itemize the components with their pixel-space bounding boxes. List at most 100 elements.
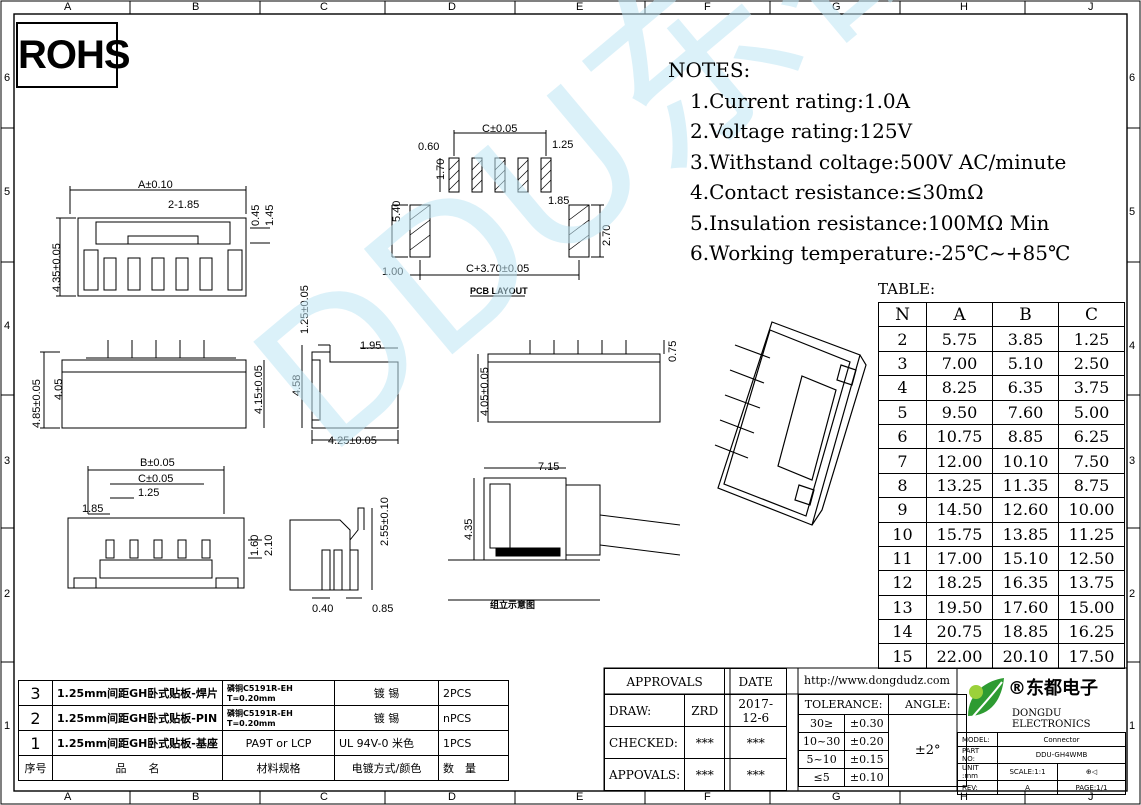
- grid-col-h-bottom: H: [960, 791, 968, 803]
- table-cell: 5.00: [1058, 399, 1125, 425]
- part-no-label: PART NO:: [957, 746, 998, 764]
- table-cell: 11.35: [992, 472, 1059, 499]
- table-cell: 9.50: [926, 399, 993, 425]
- table-cell: 12.60: [992, 497, 1059, 523]
- grid-row-5-right: 5: [1129, 206, 1136, 218]
- table-cell: 8.75: [1058, 472, 1125, 499]
- grid-col-a: A: [64, 1, 72, 13]
- top-view: [56, 186, 270, 297]
- table-cell: 4: [878, 375, 927, 401]
- notes-title: NOTES:: [668, 58, 751, 82]
- bom-material: 磷铜C5191R-EH T=0.20mm: [222, 705, 335, 731]
- inner-frame: [13, 13, 1128, 792]
- leaf-logo-icon: [968, 678, 1004, 721]
- table-cell: 5.75: [926, 326, 993, 352]
- grid-row-6: 6: [4, 72, 11, 84]
- bom-index: 2: [18, 705, 53, 731]
- notes-block: NOTES: 1.Current rating:1.0A 2.Voltage r…: [668, 55, 1070, 269]
- note-item: 6.Working temperature:-25℃~+85℃: [690, 241, 1071, 265]
- table-cell: 17.00: [926, 545, 993, 572]
- approval-name: ***: [684, 726, 726, 759]
- grid-row-6-right: 6: [1129, 72, 1136, 84]
- grid-col-h: H: [960, 1, 968, 13]
- tolerance-value: ±0.15: [844, 750, 890, 769]
- assembly-view: [448, 467, 681, 601]
- table-cell: 11.25: [1058, 521, 1125, 547]
- pin-section-view: [289, 507, 373, 599]
- bom-material: PA9T or LCP: [222, 730, 335, 756]
- back-view: [477, 340, 665, 423]
- grid-col-j-bottom: J: [1088, 791, 1094, 803]
- model-value: Connector: [997, 732, 1126, 747]
- table-cell: 13: [878, 594, 927, 621]
- grid-col-d: D: [448, 1, 456, 13]
- tolerance-title: TOLERANCE:: [797, 694, 890, 715]
- model-label: MODEL:: [957, 732, 998, 747]
- note-item: 4.Contact resistance:≤30mΩ: [690, 180, 984, 204]
- table-cell: 16.25: [1058, 619, 1125, 645]
- pcb-pad: [494, 157, 506, 193]
- tolerance-range: 30≥: [797, 714, 846, 733]
- company-name-en: DONGDU ELECTRONICS: [1012, 708, 1091, 730]
- dim-pin-085: 0.85: [372, 603, 393, 615]
- table-cell: 5.10: [992, 350, 1059, 377]
- dim-top-435: 4.35±0.05: [51, 243, 63, 292]
- approval-date: 2017-12-6: [724, 694, 788, 727]
- table-cell: 15.00: [1058, 594, 1125, 621]
- approval-date: ***: [724, 726, 788, 759]
- pcb-pad: [471, 157, 483, 193]
- dim-pcb-540: 5.40: [391, 201, 403, 222]
- company-url: http://www.dongdudz.com: [804, 674, 950, 687]
- note-item: 1.Current rating:1.0A: [690, 88, 911, 113]
- dim-asm-435: 4.35: [463, 519, 475, 540]
- isometric-view: [714, 321, 867, 526]
- table-cell: 22.00: [926, 643, 993, 669]
- grid-col-f: F: [704, 1, 711, 13]
- grid-col-f-bottom: F: [704, 791, 711, 803]
- tolerance-range: ≤5: [797, 768, 846, 787]
- housing-slot: [95, 221, 231, 245]
- table-cell: 18.85: [992, 619, 1059, 645]
- col-a-header: A: [926, 301, 993, 328]
- table-cell: 8: [878, 472, 927, 499]
- bom-index: 3: [18, 680, 53, 706]
- note-item: 2.Voltage rating:125V: [690, 119, 913, 143]
- col-c-header: C: [1058, 301, 1125, 328]
- dim-top-045: 0.45: [250, 205, 262, 226]
- dim-pin-040: 0.40: [312, 603, 333, 615]
- bottom-view: [67, 466, 262, 589]
- angle-label: ANGLE:: [888, 694, 968, 715]
- pcb-mount-pad-left: [409, 204, 431, 258]
- table-cell: 8.85: [992, 423, 1059, 450]
- pcb-layout-title: PCB LAYOUT: [470, 286, 528, 296]
- bottom-body: [67, 517, 245, 589]
- table-cell: 10.75: [926, 423, 993, 450]
- dim-top-2185: 2-1.85: [168, 199, 199, 211]
- table-header-row: N A B C: [878, 301, 1125, 328]
- front-body: [61, 359, 247, 429]
- table-cell: 6.35: [992, 375, 1059, 401]
- page-label: PAGE:1/1: [1057, 780, 1126, 795]
- approval-role: APPOVALS:: [603, 758, 686, 791]
- tolerance-value: ±0.20: [844, 732, 890, 751]
- grid-row-5: 5: [4, 186, 11, 198]
- tolerance-range: 10~30: [797, 732, 846, 751]
- table-cell: 12.00: [926, 448, 993, 474]
- dim-top-145: 1.45: [264, 205, 276, 226]
- table-cell: 13.25: [926, 472, 993, 499]
- dim-side-425: 4.25±0.05: [328, 435, 377, 447]
- bom-quantity: 1PCS: [438, 730, 509, 756]
- grid-row-3: 3: [4, 455, 11, 467]
- company-logo: [962, 672, 1008, 728]
- scale-label: SCALE:1:1: [997, 763, 1058, 781]
- grid-col-g: G: [832, 1, 841, 13]
